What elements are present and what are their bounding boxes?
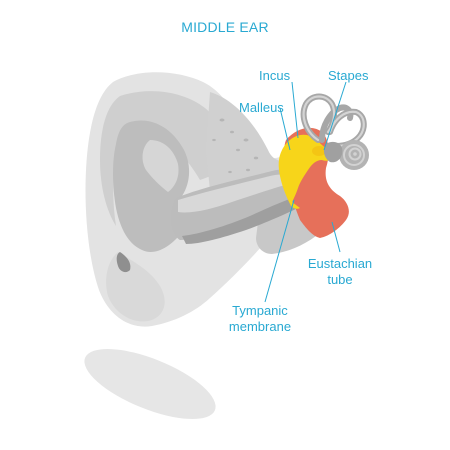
label-tympanic-membrane: Tympanic membrane [215,303,305,335]
label-eustachian-line1: Eustachian [307,256,373,271]
stapes-leader [323,81,347,151]
label-tympanic-line1: Tympanic [232,303,288,318]
incus-leader [291,81,299,139]
stapes-footplate [312,146,326,156]
ear-canal-highlight [178,174,296,213]
tympanic-leader [264,199,295,303]
cochlea [339,140,369,170]
label-eustachian-tube: Eustachian tube [300,256,380,288]
label-eustachian-line2: tube [327,272,353,287]
antihelix [142,140,179,192]
ear-shadow [84,349,216,419]
leader-lines [264,81,347,303]
vestibule [323,141,343,163]
label-malleus: Malleus [239,100,284,115]
diagram-title: MIDDLE EAR [181,19,269,35]
label-tympanic-line2: membrane [228,319,292,334]
eustachian-leader [331,221,341,253]
label-stapes: Stapes [328,68,369,83]
malleus-leader [279,107,291,151]
label-incus: Incus [259,68,291,83]
intertragic-notch [116,252,131,273]
ear-canal-lower [182,196,302,244]
